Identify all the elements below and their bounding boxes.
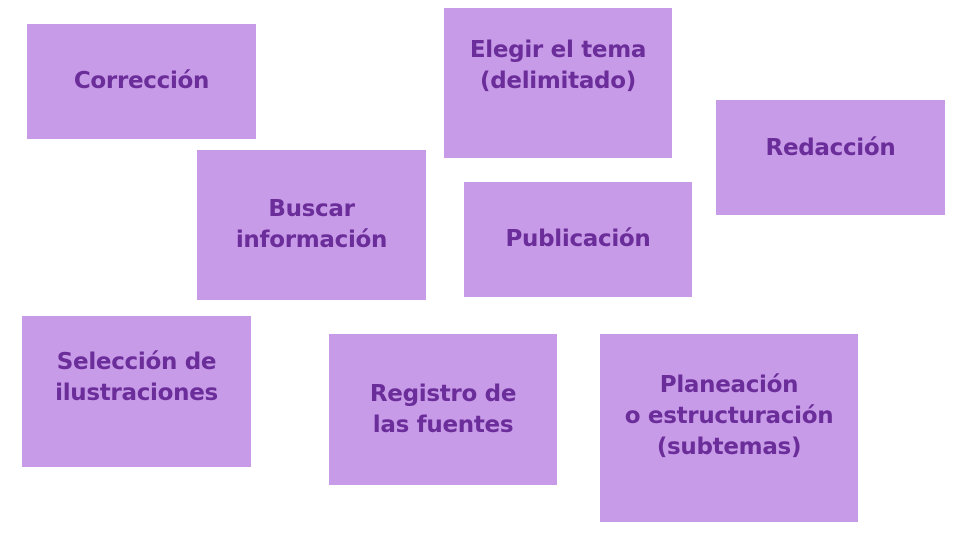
card-publicacion: Publicación: [464, 182, 692, 297]
card-label: Elegir el tema (delimitado): [469, 37, 647, 94]
card-buscar-informacion: Buscar información: [197, 150, 426, 300]
card-label: Planeación o estructuración (subtemas): [624, 371, 834, 460]
card-planeacion: Planeación o estructuración (subtemas): [600, 334, 858, 522]
card-label: Registro de las fuentes: [369, 380, 517, 438]
card-elegir-el-tema: Elegir el tema (delimitado): [444, 8, 672, 158]
card-label: Publicación: [505, 226, 651, 252]
card-label: Corrección: [73, 68, 210, 94]
card-label: Selección de ilustraciones: [55, 348, 218, 406]
card-correccion: Corrección: [27, 24, 256, 139]
card-redaccion: Redacción: [716, 100, 945, 215]
card-registro-de-las-fuentes: Registro de las fuentes: [329, 334, 557, 485]
card-label: Redacción: [765, 134, 896, 161]
card-label: Buscar información: [235, 196, 388, 253]
card-seleccion-de-ilustraciones: Selección de ilustraciones: [22, 316, 251, 467]
